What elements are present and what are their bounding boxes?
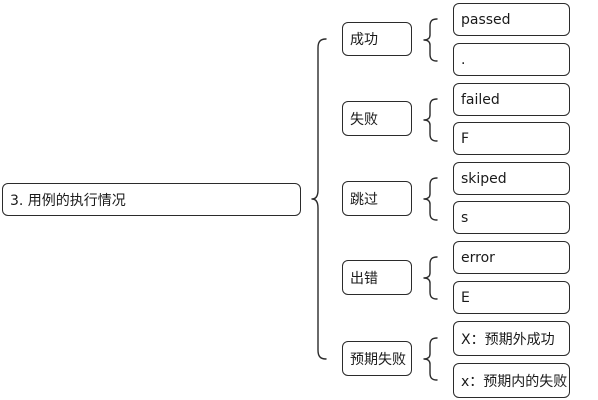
leaf-label: failed xyxy=(461,91,500,108)
leaf-node[interactable]: x：预期内的失败 xyxy=(453,363,570,398)
branch-label: 预期失败 xyxy=(350,351,406,368)
branch-label: 成功 xyxy=(350,32,378,48)
branch-bracket-3 xyxy=(423,177,438,221)
root-label: 3. 用例的执行情况 xyxy=(10,192,126,209)
leaf-label: skiped xyxy=(461,170,507,187)
branch-node-success[interactable]: 成功 xyxy=(342,22,412,56)
branch-bracket-4 xyxy=(423,256,438,300)
leaf-node[interactable]: . xyxy=(453,43,570,76)
leaf-label: passed xyxy=(461,11,511,28)
leaf-label: s xyxy=(461,209,469,226)
branch-node-failure[interactable]: 失败 xyxy=(342,101,412,136)
branch-node-skipped[interactable]: 跳过 xyxy=(342,181,412,216)
leaf-node[interactable]: F xyxy=(453,122,570,155)
branch-bracket-5 xyxy=(423,337,438,381)
leaf-node[interactable]: error xyxy=(453,241,570,274)
branch-label: 跳过 xyxy=(350,191,378,208)
leaf-node[interactable]: s xyxy=(453,201,570,234)
branch-node-error[interactable]: 出错 xyxy=(342,260,412,295)
leaf-node[interactable]: X：预期外成功 xyxy=(453,321,570,356)
leaf-node[interactable]: passed xyxy=(453,3,570,36)
branch-label: 失败 xyxy=(350,111,378,128)
leaf-label: X：预期外成功 xyxy=(461,331,555,348)
leaf-node[interactable]: failed xyxy=(453,83,570,116)
leaf-label: error xyxy=(461,249,495,266)
leaf-label: F xyxy=(461,130,470,147)
leaf-node[interactable]: skiped xyxy=(453,162,570,195)
branch-label: 出错 xyxy=(350,270,378,287)
branch-node-xfail[interactable]: 预期失败 xyxy=(342,341,412,376)
leaf-label: E xyxy=(461,289,470,306)
root-bracket xyxy=(311,38,327,360)
branch-bracket-2 xyxy=(423,98,438,142)
leaf-node[interactable]: E xyxy=(453,281,570,314)
root-node[interactable]: 3. 用例的执行情况 xyxy=(2,183,301,216)
leaf-label: x：预期内的失败 xyxy=(461,373,568,390)
leaf-label: . xyxy=(461,51,466,68)
branch-bracket-1 xyxy=(423,18,438,62)
